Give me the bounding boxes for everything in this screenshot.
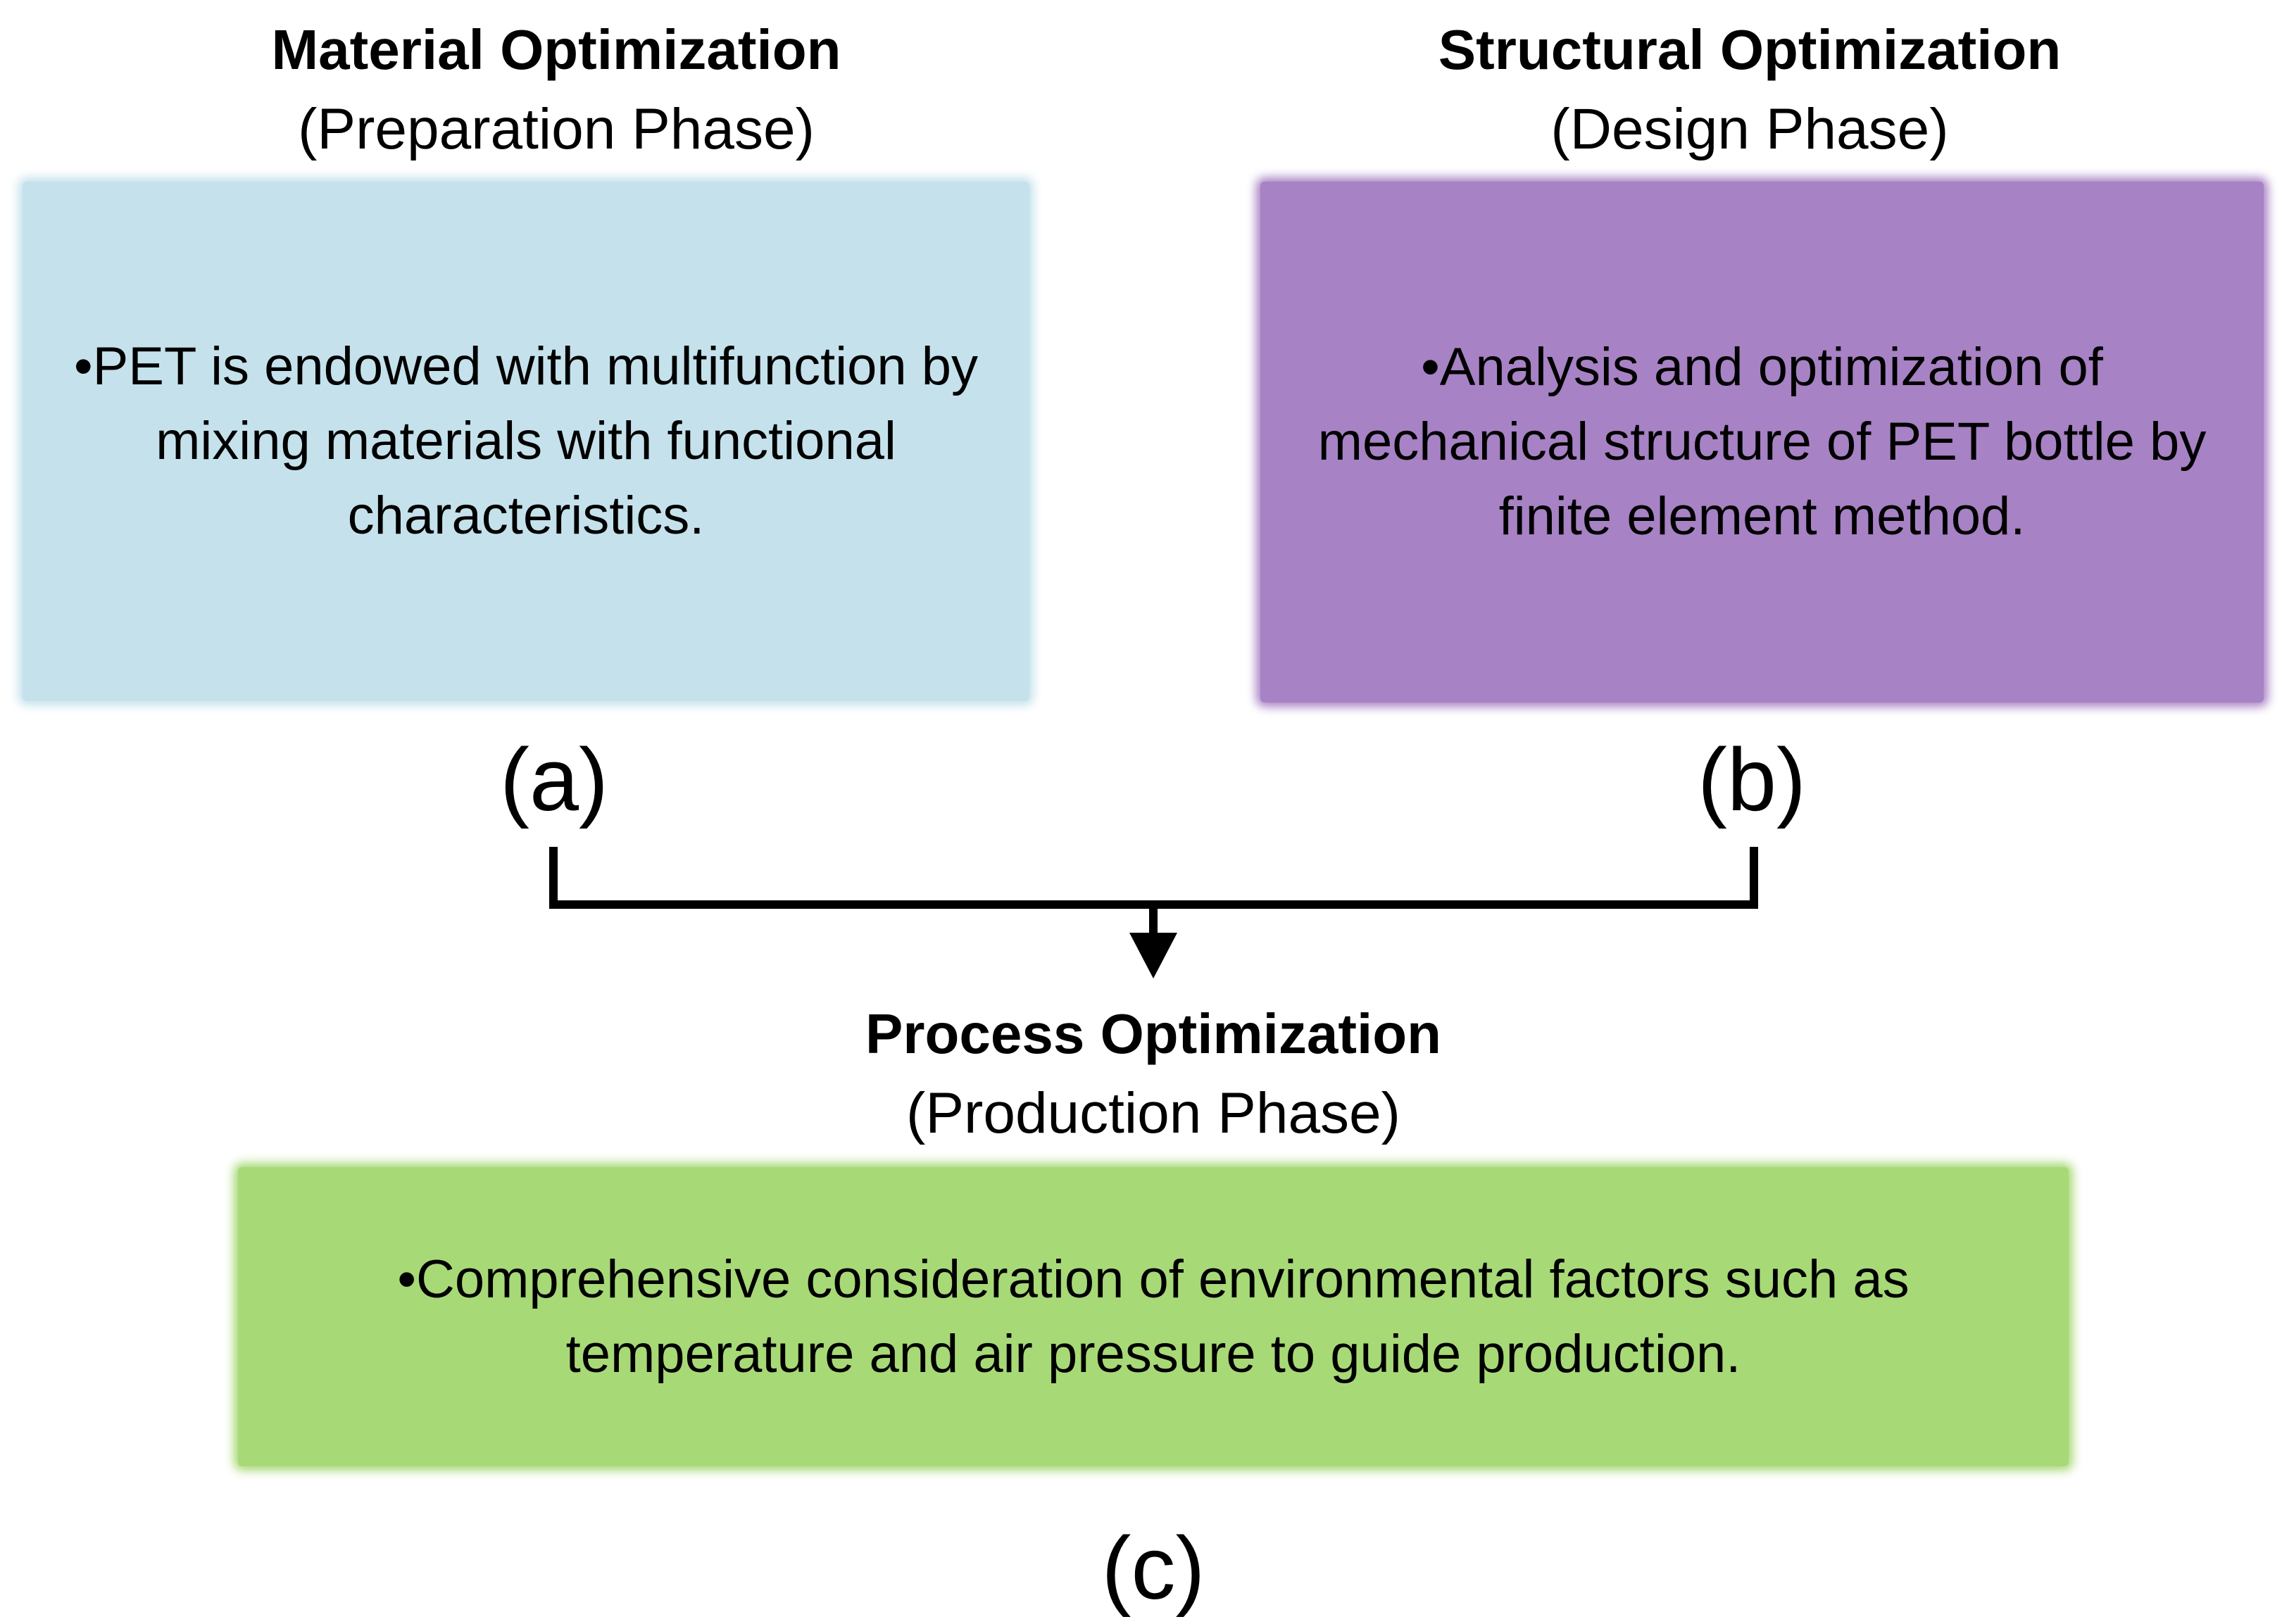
process-description: •Comprehensive consideration of environm…	[397, 1249, 1910, 1384]
process-box: •Comprehensive consideration of environm…	[238, 1167, 2069, 1466]
structural-title: Structural Optimization	[1438, 18, 2062, 81]
label-a: (a)	[500, 730, 608, 829]
material-description: •PET is endowed with multifunction by mi…	[73, 336, 979, 546]
structural-phase: (Design Phase)	[1550, 97, 1949, 161]
structural-heading: Structural Optimization (Design Phase)	[1211, 11, 2282, 170]
process-title: Process Optimization	[865, 1002, 1441, 1065]
connector-bracket	[549, 847, 1758, 909]
process-phase: (Production Phase)	[906, 1081, 1400, 1145]
material-phase: (Preparation Phase)	[298, 97, 815, 161]
label-b: (b)	[1698, 730, 1806, 829]
arrow-head	[1129, 933, 1177, 978]
material-box: •PET is endowed with multifunction by mi…	[23, 182, 1029, 701]
material-title: Material Optimization	[271, 18, 841, 81]
label-c: (c)	[1101, 1518, 1205, 1618]
material-heading: Material Optimization (Preparation Phase…	[21, 11, 1091, 170]
structural-box: •Analysis and optimization of mechanical…	[1260, 182, 2264, 703]
process-heading: Process Optimization (Production Phase)	[634, 995, 1673, 1154]
structural-description: •Analysis and optimization of mechanical…	[1317, 337, 2207, 546]
